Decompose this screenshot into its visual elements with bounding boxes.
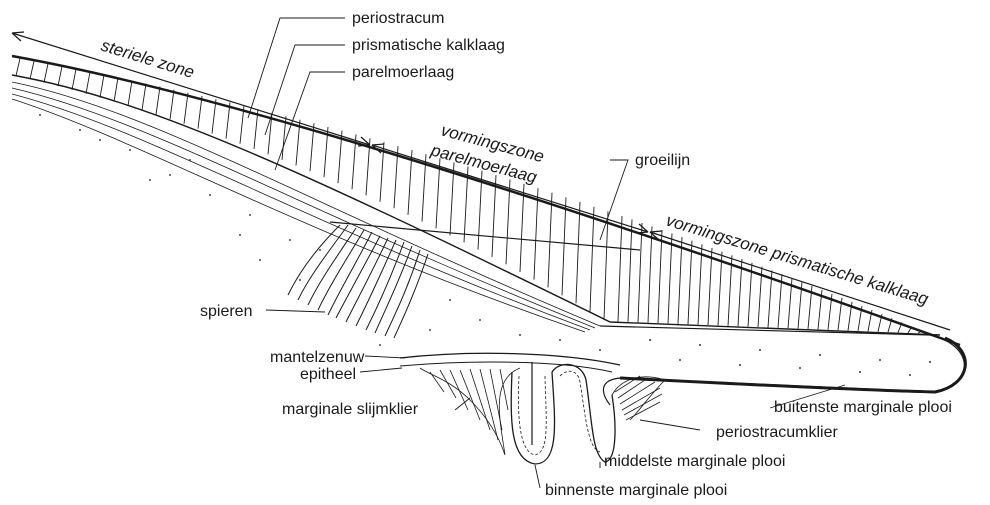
prism-line (548, 193, 552, 288)
prism-line (534, 188, 538, 279)
prism-line (520, 184, 524, 272)
label-buitenste-marginale-plooi: buitenste marginale plooi (774, 399, 952, 416)
prism-line (114, 78, 118, 102)
label-prismatische-kalklaag: prismatische kalklaag (352, 37, 505, 54)
mantle-outline (600, 326, 964, 405)
prism-line (142, 83, 146, 110)
prism-line (648, 226, 652, 322)
prism-line (72, 69, 76, 90)
prism-line (492, 175, 496, 257)
periostracal-gland (612, 376, 665, 420)
prismatic-layer-prisms (16, 58, 932, 335)
prism-line (226, 102, 230, 138)
nacre-layer-lines (12, 82, 600, 332)
prism-line (184, 93, 188, 124)
prism-line (212, 99, 216, 133)
prism-line (618, 216, 622, 321)
muscle-fibers (288, 225, 428, 338)
label-spieren: spieren (200, 303, 252, 320)
label-binnenste-marginale-plooi: binnenste marginale plooi (545, 482, 727, 499)
prism-line (678, 237, 682, 324)
prism-line (16, 58, 20, 75)
label-marginale-slijmklier: marginale slijmklier (282, 401, 419, 418)
shell-outer-surface (12, 56, 960, 345)
nacre-formation-zone-arrow (372, 145, 648, 232)
middle-marginal-fold (552, 364, 615, 462)
label-periostracum: periostracum (352, 10, 444, 27)
prism-line (86, 72, 90, 94)
inner-marginal-fold (511, 372, 554, 464)
prism-line (688, 241, 692, 325)
label-epitheel: epitheel (300, 366, 356, 383)
prism-line (170, 90, 174, 120)
prism-line (30, 61, 34, 79)
mantle-dots (649, 339, 931, 376)
prism-line (638, 223, 642, 322)
label-groeilijn: groeilijn (635, 152, 690, 169)
label-mantelzenuw: mantelzenuw (270, 349, 365, 366)
prism-line (728, 255, 732, 325)
marginal-mucus-gland (420, 368, 520, 455)
prism-line (506, 179, 510, 264)
label-vormingszone-prismatische: vormingszone prismatische kalklaag (664, 211, 931, 309)
prism-line (590, 207, 594, 312)
label-periostracumklier: periostracumklier (716, 424, 838, 441)
prism-line (100, 75, 104, 98)
prism-line (44, 64, 48, 83)
prism-line (576, 202, 580, 303)
prism-line (628, 220, 632, 322)
prism-line (738, 259, 742, 326)
mantle-nerve-line (400, 362, 612, 372)
prism-line (562, 197, 566, 295)
prism-line (718, 252, 722, 326)
outer-fold-edge (620, 338, 965, 392)
prism-line (156, 86, 160, 114)
prism-line (708, 248, 712, 325)
prism-line (658, 230, 662, 323)
prism-formation-zone-arrow (650, 232, 950, 330)
prism-line (698, 244, 702, 324)
prism-line (58, 66, 62, 86)
prism-line (128, 80, 132, 105)
prism-line (198, 96, 202, 129)
label-middelste-marginale-plooi: middelste marginale plooi (604, 453, 785, 470)
label-parelmoerlaag: parelmoerlaag (352, 64, 454, 81)
prism-line (668, 234, 672, 324)
